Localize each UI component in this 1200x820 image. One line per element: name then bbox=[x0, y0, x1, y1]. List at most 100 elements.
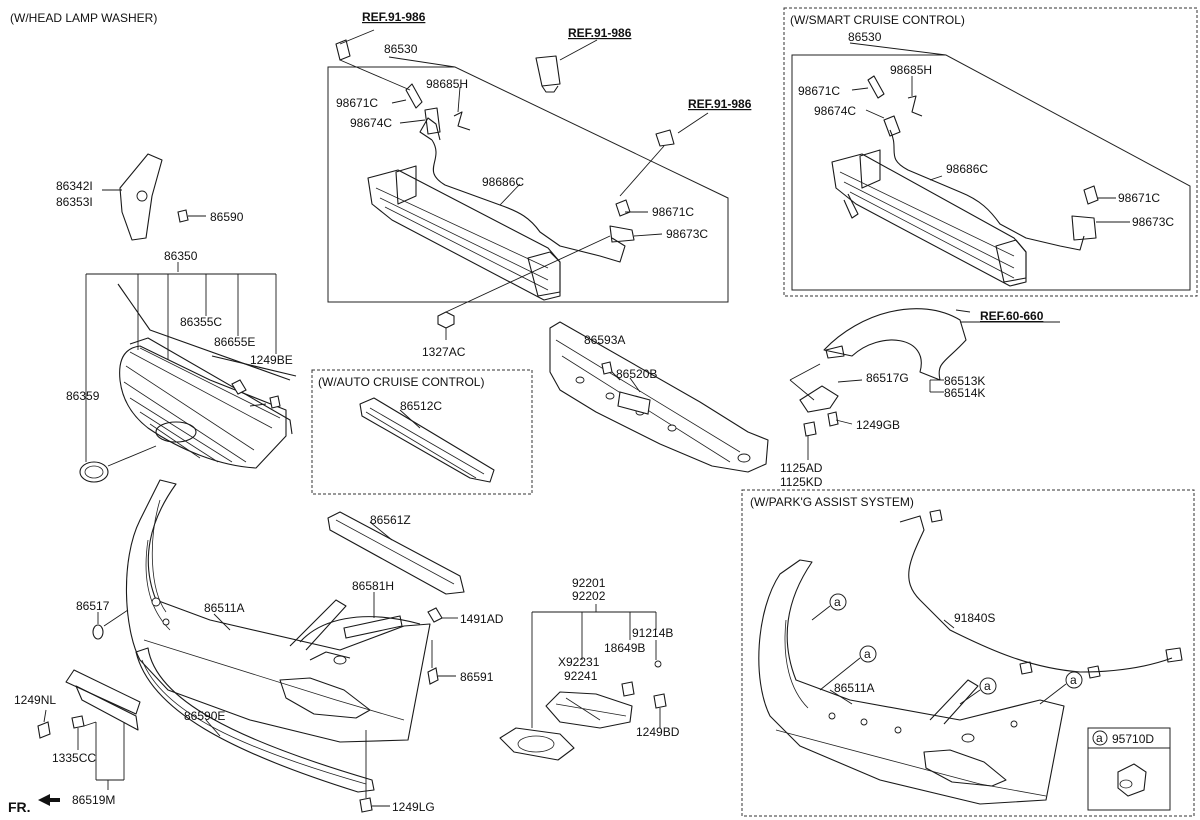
cover-86512C bbox=[359, 397, 495, 483]
section-park-assist-label: (W/PARK'G ASSIST SYSTEM) bbox=[750, 495, 914, 509]
screw-86590 bbox=[177, 209, 189, 223]
bracket-86342I bbox=[119, 153, 163, 241]
screw-1249NL bbox=[37, 721, 51, 739]
grille-group: 86342I 86353I 86590 86350 86355C 86655E … bbox=[56, 153, 297, 483]
ref-label-3[interactable]: REF.91-986 bbox=[688, 97, 752, 111]
part-86530-b: 86530 bbox=[848, 30, 882, 44]
smart-clip-98671C bbox=[1083, 185, 1099, 205]
clip-98671C bbox=[615, 199, 631, 217]
beam-box-outline bbox=[327, 66, 729, 303]
sensor-legend-box bbox=[1087, 727, 1171, 811]
grille-emblem bbox=[155, 421, 197, 443]
park-foglamp-opening bbox=[923, 749, 1007, 787]
screw-86591 bbox=[427, 667, 439, 685]
legend-a-label: a bbox=[1096, 731, 1103, 745]
part-18649B: 18649B bbox=[604, 641, 645, 655]
screw-1249BE bbox=[269, 395, 281, 409]
bolt-1125AD bbox=[803, 421, 817, 437]
clip-86655E bbox=[231, 379, 247, 395]
part-86355C: 86355C bbox=[180, 315, 222, 329]
section-auto-cruise-label: (W/AUTO CRUISE CONTROL) bbox=[318, 375, 484, 389]
nut-1327AC bbox=[437, 311, 455, 329]
callout-a-3 bbox=[979, 677, 997, 695]
front-bumper-group: 86561Z 86581H 1491AD 86511A 86517 86591 bbox=[14, 479, 504, 814]
harness-98686C bbox=[431, 139, 626, 263]
cap-86517 bbox=[92, 624, 104, 640]
emblem-86359 bbox=[79, 461, 109, 483]
smart-bracket-98673C bbox=[1071, 215, 1097, 241]
fr-label: FR. bbox=[8, 799, 31, 815]
ref-label-4[interactable]: REF.60-660 bbox=[980, 309, 1044, 323]
nozzle-98671C bbox=[405, 83, 423, 109]
part-86342I: 86342I bbox=[56, 179, 93, 193]
fog-lamp-housing bbox=[545, 691, 633, 729]
section-smart-cruise-label: (W/SMART CRUISE CONTROL) bbox=[790, 13, 965, 27]
fr-arrow-icon bbox=[38, 794, 60, 806]
auto-cruise-group: (W/AUTO CRUISE CONTROL) 86512C bbox=[311, 369, 533, 495]
absorber-group: 86593A 86520B bbox=[549, 321, 769, 473]
callout-a-1 bbox=[829, 593, 847, 611]
part-X92231: X92231 bbox=[558, 655, 600, 669]
part-98685H-a: 98685H bbox=[426, 77, 468, 91]
smart-bumper-beam bbox=[831, 153, 1027, 287]
bumper-cover-86511A-b bbox=[758, 559, 1065, 805]
part-1249NL: 1249NL bbox=[14, 693, 56, 707]
part-98686C-a: 98686C bbox=[482, 175, 524, 189]
part-98674C-b: 98674C bbox=[814, 104, 856, 118]
part-95710D: 95710D bbox=[1112, 732, 1154, 746]
ref-label-1[interactable]: REF.91-986 bbox=[362, 10, 426, 24]
part-86590: 86590 bbox=[210, 210, 244, 224]
part-1249GB: 1249GB bbox=[856, 418, 900, 432]
park-assist-dashed-box bbox=[741, 489, 1195, 817]
part-86350: 86350 bbox=[164, 249, 198, 263]
fender-group: REF.60-660 86517G 86513K 86514K 1249GB 1… bbox=[780, 308, 1060, 489]
part-86655E: 86655E bbox=[214, 335, 255, 349]
ref-cap-top-left bbox=[335, 39, 351, 61]
clip-1335CC bbox=[71, 715, 85, 729]
part-86590E: 86590E bbox=[184, 709, 225, 723]
part-98671C-d: 98671C bbox=[1118, 191, 1160, 205]
bracket-86513K bbox=[799, 385, 839, 413]
part-1249BD: 1249BD bbox=[636, 725, 680, 739]
section-head-lamp-washer-label: (W/HEAD LAMP WASHER) bbox=[10, 11, 157, 25]
part-86530-a: 86530 bbox=[384, 42, 418, 56]
part-1335CC: 1335CC bbox=[52, 751, 96, 765]
callout-a-2 bbox=[859, 645, 877, 663]
part-98671C-b: 98671C bbox=[652, 205, 694, 219]
part-86581H: 86581H bbox=[352, 579, 394, 593]
callout-a-4 bbox=[1065, 671, 1083, 689]
hose-98685H bbox=[453, 111, 471, 131]
part-86519M: 86519M bbox=[72, 793, 115, 807]
front-direction-indicator: FR. bbox=[8, 794, 60, 815]
clip-86593A bbox=[601, 361, 613, 375]
auto-cruise-dashed-box bbox=[311, 369, 533, 495]
part-86520B: 86520B bbox=[616, 367, 657, 381]
foglamp-opening bbox=[279, 677, 371, 719]
part-98671C-c: 98671C bbox=[798, 84, 840, 98]
lower-lip-86590E bbox=[135, 647, 375, 793]
part-86512C: 86512C bbox=[400, 399, 442, 413]
radiator-grille bbox=[119, 345, 287, 469]
part-1491AD: 1491AD bbox=[460, 612, 504, 626]
ref-label-2[interactable]: REF.91-986 bbox=[568, 26, 632, 40]
bumper-beam-group: REF.91-986 REF.91-986 REF.91-986 86530 9… bbox=[327, 10, 752, 359]
bracket-86581H bbox=[343, 615, 403, 639]
fog-lamp-group: 92201 92202 91214B 18649B X92231 92241 1… bbox=[499, 576, 680, 761]
part-1125AD: 1125AD bbox=[780, 461, 823, 475]
part-86517G: 86517G bbox=[866, 371, 909, 385]
washer-motor bbox=[535, 55, 561, 87]
clip-91214B bbox=[654, 660, 662, 668]
part-98673C-b: 98673C bbox=[1132, 215, 1174, 229]
part-86561Z: 86561Z bbox=[370, 513, 411, 527]
energy-absorber-86520B bbox=[549, 321, 769, 473]
part-1327AC: 1327AC bbox=[422, 345, 466, 359]
part-86517: 86517 bbox=[76, 599, 110, 613]
bracket-98674C bbox=[424, 107, 441, 135]
part-86511A-a: 86511A bbox=[204, 601, 244, 615]
bumper-beam bbox=[367, 169, 561, 301]
screw-1249LG bbox=[359, 797, 373, 813]
callout-a-4-label: a bbox=[1070, 673, 1077, 687]
smart-beam-box bbox=[791, 54, 1191, 291]
screw-1249BD bbox=[653, 693, 667, 709]
